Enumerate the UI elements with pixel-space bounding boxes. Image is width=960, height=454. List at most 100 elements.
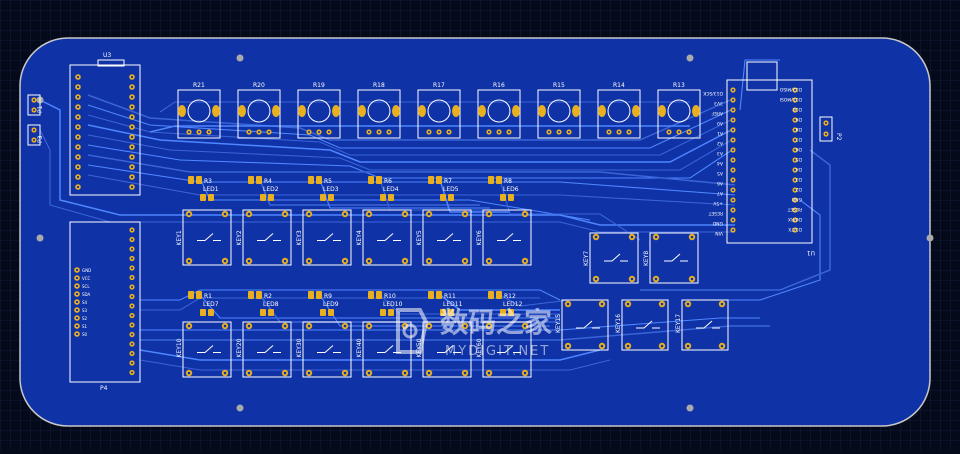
resistor-label: R4 <box>264 178 272 185</box>
led-label: LED10 <box>383 301 403 308</box>
switch-symbol-icon <box>377 233 401 241</box>
resistor-label: R1 <box>204 293 212 300</box>
pot-label: R17 <box>433 82 445 89</box>
switch-symbol-icon <box>257 233 281 241</box>
u1-left-pin-label: A0 <box>717 120 723 126</box>
key-outline <box>649 232 699 284</box>
key-outline <box>482 209 532 266</box>
pot-knob <box>547 99 571 123</box>
led-pad <box>208 194 214 201</box>
pot-outline <box>357 89 401 139</box>
resistor-pad <box>256 291 262 299</box>
u1-left-pin-label: D13/SCK <box>702 90 723 96</box>
p1-outline <box>27 94 41 116</box>
u1-right-pin-label: D3 <box>796 176 802 182</box>
switch-symbol-icon <box>317 345 341 353</box>
p2-label: P2 <box>835 133 842 141</box>
key-outline <box>561 299 609 351</box>
pot-outline <box>297 89 341 139</box>
p1-label: P1 <box>37 105 44 113</box>
led-pad <box>380 194 386 201</box>
key-outline <box>182 209 232 266</box>
switch-symbol-icon <box>604 253 628 262</box>
resistor-pad <box>488 291 494 299</box>
mounting-hole <box>36 234 44 242</box>
p4-pin-label: GND <box>82 268 91 273</box>
resistor-pad <box>496 291 502 299</box>
u1-left-pin-label: A5 <box>717 170 723 176</box>
u1-left-pin-label: AREF <box>711 110 723 116</box>
led-pad <box>200 309 206 316</box>
pot-outline <box>237 89 281 139</box>
potentiometer: R16 <box>477 82 521 139</box>
resistor-label: R11 <box>444 293 456 300</box>
watermark-logo-icon <box>396 308 429 354</box>
resistor-pad <box>376 176 382 184</box>
key-label: KEY20 <box>236 338 243 357</box>
key-switch: KEY4 <box>356 209 412 266</box>
resistor-pad <box>428 291 434 299</box>
led-label: LED7 <box>203 301 219 308</box>
led-pad <box>208 309 214 316</box>
led-label: LED6 <box>503 186 519 193</box>
resistor-pad <box>436 291 442 299</box>
resistor-pad <box>188 176 194 184</box>
u1-right-pin-label: D6 <box>796 146 802 152</box>
u1-left-pin-label: 3V3 <box>714 100 723 106</box>
u1-left-pin-label: A6 <box>717 180 723 186</box>
u1-left-pin-label: A4 <box>717 160 723 166</box>
key-outline <box>621 299 669 351</box>
u1-right-pin-label: D5 <box>796 156 802 162</box>
p4-pin-label: S0 <box>82 332 88 337</box>
resistor-pad <box>368 176 374 184</box>
pot-label: R13 <box>673 82 685 89</box>
u1-left-pin-label: GND <box>712 220 723 226</box>
led-pad <box>268 309 274 316</box>
led-pad <box>268 194 274 201</box>
resistor-pad <box>376 291 382 299</box>
potentiometer: R19 <box>297 82 341 139</box>
resistor-label: R10 <box>384 293 396 300</box>
potentiometer: R13 <box>657 82 701 139</box>
resistor-pad <box>248 176 254 184</box>
potentiometer: R20 <box>237 82 281 139</box>
pot-mount-pad <box>272 105 280 117</box>
pot-outline <box>537 89 581 139</box>
pot-mount-pad <box>212 105 220 117</box>
trace <box>319 179 490 209</box>
key-switch: KEY60 <box>476 321 532 378</box>
u1-usb-connector <box>746 61 778 91</box>
pot-knob <box>487 99 511 123</box>
pot-label: R16 <box>493 82 505 89</box>
p4-pin-label: S1 <box>82 324 88 329</box>
trace <box>149 125 690 133</box>
trace <box>259 179 480 206</box>
trace <box>140 325 770 341</box>
switch-symbol-icon <box>437 345 461 353</box>
p3-label: P3 <box>37 135 44 143</box>
p4-outline <box>69 221 141 383</box>
u1-right-pin-label: D1/TX <box>788 226 802 232</box>
pot-knob <box>367 99 391 123</box>
pot-knob <box>187 99 211 123</box>
key-switch: KEY16 <box>615 299 669 351</box>
key-label: KEY30 <box>296 338 303 357</box>
key-label: KEY17 <box>675 314 682 333</box>
pot-label: R18 <box>373 82 385 89</box>
trace <box>140 289 561 301</box>
key-label: KEY7 <box>583 251 590 266</box>
led-pad <box>500 309 506 316</box>
led-pad <box>320 309 326 316</box>
trace <box>159 101 690 113</box>
led-pad <box>200 194 206 201</box>
key-label: KEY3 <box>296 230 303 245</box>
trace <box>739 59 780 111</box>
led-label: LED2 <box>263 186 279 193</box>
key-label: KEY4 <box>356 230 363 245</box>
